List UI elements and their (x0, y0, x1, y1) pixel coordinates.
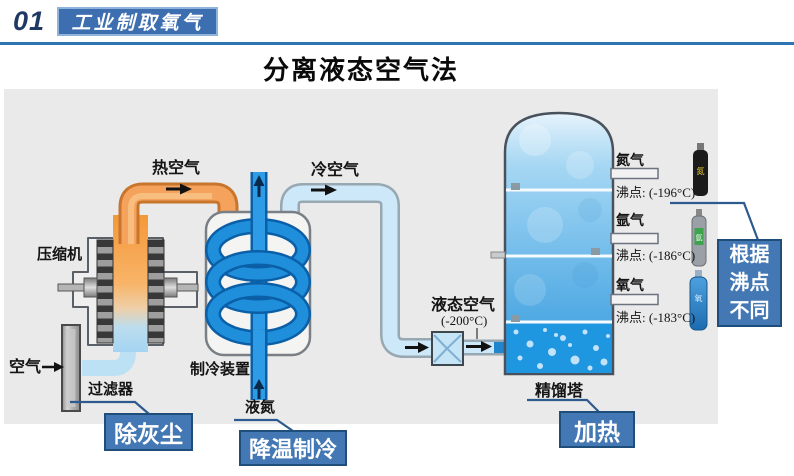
label-oxygen-boiling-point: 沸点: (-183°C) (616, 310, 696, 325)
label-distillation-tower: 精馏塔 (535, 383, 584, 400)
section-title-chip: 工业制取氧气 (57, 7, 218, 36)
callout-boiling-point-principle: 根据 沸点 不同 (717, 239, 782, 327)
principle-line-2: 沸点 (729, 272, 770, 294)
label-liquid-air: 液态空气 (431, 297, 496, 314)
page-title: 分离液态空气法 (262, 55, 459, 85)
label-argon-gas: 氩气 (616, 212, 644, 228)
label-argon-boiling-point: 沸点: (-186°C) (616, 248, 696, 263)
label-air-inlet: 空气 (9, 359, 42, 376)
label-nitrogen-boiling-point: 沸点: (-196°C) (616, 185, 696, 200)
principle-line-3: 不同 (729, 300, 770, 322)
callout-cooling: 降温制冷 (239, 430, 347, 466)
label-liquid-air-temp: (-200°C) (441, 313, 488, 328)
label-nitrogen-gas: 氮气 (616, 152, 644, 168)
label-filter: 过滤器 (88, 381, 134, 398)
label-hot-air: 热空气 (152, 160, 201, 177)
callout-dust-removal: 除灰尘 (104, 413, 193, 451)
diagram-panel (4, 89, 718, 424)
label-cold-air: 冷空气 (311, 162, 360, 179)
label-compressor: 压缩机 (37, 246, 83, 263)
label-cooling-device: 制冷装置 (190, 361, 251, 378)
principle-line-1: 根据 (729, 244, 770, 266)
section-number: 01 (13, 6, 46, 36)
section-title: 工业制取氧气 (71, 13, 204, 34)
label-oxygen-gas: 氧气 (616, 277, 644, 293)
callout-heating: 加热 (559, 411, 635, 448)
header-divider (0, 42, 794, 45)
label-liquid-nitrogen: 液氮 (245, 399, 276, 416)
